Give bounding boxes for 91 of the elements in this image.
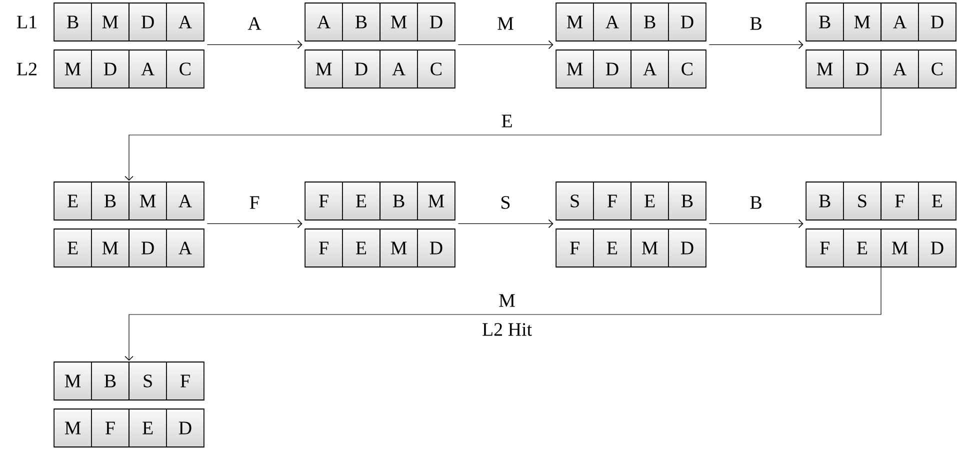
cache-cell: E: [128, 408, 167, 448]
edge-label: E: [502, 114, 512, 128]
cache-cell: F: [593, 182, 632, 220]
arrow: [708, 219, 804, 228]
arrow: [458, 40, 554, 50]
cache-cell: E: [630, 182, 669, 220]
cache-cell: C: [668, 50, 706, 88]
cache-cell: F: [166, 362, 204, 400]
cache-cell: E: [54, 182, 92, 220]
cache-cell: C: [166, 50, 204, 88]
cache-cell: M: [843, 2, 882, 42]
cache-cell: S: [556, 182, 594, 220]
cache-cell: S: [843, 182, 882, 220]
cache-cell: B: [54, 2, 92, 42]
cache-cell: A: [128, 50, 167, 88]
cache-cell: D: [918, 2, 956, 42]
arrow: [206, 219, 302, 228]
cache-cell: D: [668, 2, 706, 42]
cache-cell: B: [342, 2, 380, 42]
cache-cell: D: [128, 228, 167, 268]
cache-cell: F: [304, 182, 343, 220]
cache-cell: M: [54, 408, 92, 448]
cache-cell: D: [668, 228, 706, 268]
cache-cell: E: [54, 228, 92, 268]
row-label: L2: [17, 62, 37, 76]
arrow: [124, 88, 882, 181]
cache-cell: A: [880, 50, 919, 88]
cache-cell: M: [304, 50, 343, 88]
arrow: [708, 40, 804, 50]
cache-cell: B: [91, 182, 130, 220]
cache-cell: C: [918, 50, 956, 88]
cache-cell: M: [380, 2, 418, 42]
cache-cell: A: [630, 50, 669, 88]
edge-label: F: [250, 196, 260, 209]
cache-cell: B: [91, 362, 130, 400]
arrow: [458, 219, 554, 228]
cache-cell: D: [166, 408, 204, 448]
cache-cell: A: [166, 2, 204, 42]
cache-cell: F: [880, 182, 919, 220]
cache-cell: M: [556, 50, 594, 88]
arrow: [206, 40, 302, 50]
cache-cell: E: [843, 228, 882, 268]
cache-cell: E: [342, 182, 380, 220]
cache-cell: M: [880, 228, 919, 268]
cache-cell: B: [380, 182, 418, 220]
edge-label: S: [502, 196, 510, 209]
cache-cell: S: [128, 362, 167, 400]
cache-cell: E: [593, 228, 632, 268]
cache-cell: A: [166, 228, 204, 268]
edge-label: B: [750, 17, 762, 30]
cache-cell: M: [630, 228, 669, 268]
cache-cell: M: [91, 228, 130, 268]
row-label: L1: [17, 16, 36, 28]
cache-cell: F: [304, 228, 343, 268]
note-label: L2 Hit: [482, 323, 532, 336]
edge-label: M: [499, 294, 515, 307]
cache-cell: F: [806, 228, 844, 268]
cache-cell: A: [880, 2, 919, 42]
cache-cell: A: [166, 182, 204, 220]
cache-cell: D: [843, 50, 882, 88]
cache-cell: M: [54, 362, 92, 400]
cache-cell: M: [128, 182, 167, 220]
cache-cell: D: [918, 228, 956, 268]
edge-label: B: [750, 196, 762, 209]
cache-cell: M: [54, 50, 92, 88]
cache-cell: D: [417, 2, 456, 42]
cache-cell: D: [91, 50, 130, 88]
cache-cell: M: [380, 228, 418, 268]
cache-cell: E: [342, 228, 380, 268]
cache-cell: M: [556, 2, 594, 42]
cache-cell: B: [668, 182, 706, 220]
cache-cell: D: [417, 228, 456, 268]
edge-label: M: [498, 17, 514, 30]
cache-cell: M: [417, 182, 456, 220]
cache-cell: F: [91, 408, 130, 448]
cache-cell: M: [91, 2, 130, 42]
cache-cell: B: [630, 2, 669, 42]
edge-label: A: [248, 17, 262, 30]
cache-cell: B: [806, 2, 844, 42]
cache-cell: D: [342, 50, 380, 88]
cache-cell: M: [806, 50, 844, 88]
cache-cell: C: [417, 50, 456, 88]
cache-cell: D: [128, 2, 167, 42]
cache-cell: A: [593, 2, 632, 42]
cache-cell: F: [556, 228, 594, 268]
cache-cell: D: [593, 50, 632, 88]
cache-cell: A: [304, 2, 343, 42]
cache-cell: E: [918, 182, 956, 220]
arrow: [124, 266, 882, 361]
cache-cell: B: [806, 182, 844, 220]
cache-cell: A: [380, 50, 418, 88]
